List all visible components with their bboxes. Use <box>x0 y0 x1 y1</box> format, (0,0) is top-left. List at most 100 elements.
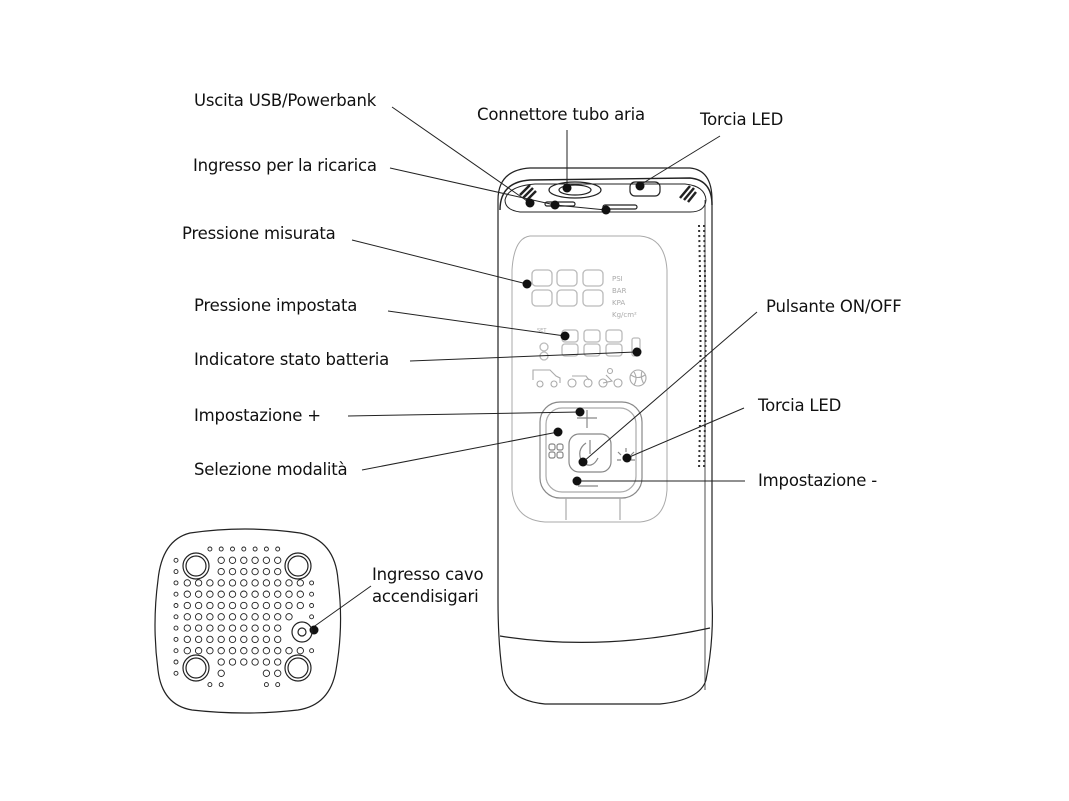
vent-hole <box>206 613 214 621</box>
vent-hole <box>251 635 259 644</box>
foot-top-right <box>284 552 312 580</box>
vent-hole <box>194 590 203 598</box>
vent-hole <box>251 556 259 564</box>
display-panel <box>511 235 668 523</box>
vent-hole <box>274 669 282 677</box>
vent-hole <box>240 590 248 598</box>
vent-hole <box>275 682 281 688</box>
vent-hole <box>240 556 248 564</box>
leader-lines <box>311 106 758 629</box>
device-body <box>497 167 713 705</box>
vent-hole <box>173 591 179 597</box>
vent-hole <box>218 546 224 552</box>
vent-hole <box>194 624 203 632</box>
label-measured-pressure: Pressione misurata <box>182 224 336 243</box>
vent-hole <box>206 579 214 587</box>
label-setting-plus: Impostazione + <box>194 406 321 425</box>
vent-hole <box>274 613 282 621</box>
vent-hole <box>217 613 225 621</box>
vent-hole <box>251 624 259 632</box>
ball-icon <box>629 369 647 387</box>
label-usb-output: Uscita USB/Powerbank <box>194 91 377 110</box>
vent-hole <box>173 614 179 620</box>
vent-hole <box>173 636 179 642</box>
vent-hole <box>206 624 214 632</box>
vent-hole <box>285 647 293 655</box>
vent-hole <box>183 624 191 632</box>
vent-hole <box>274 624 282 632</box>
vent-hole <box>262 556 271 564</box>
vent-hole <box>183 613 191 621</box>
vent-hole <box>194 635 203 644</box>
vent-hole <box>262 590 271 598</box>
vent-hole <box>274 647 282 655</box>
vent-hole <box>262 579 271 587</box>
label-led-torch-top: Torcia LED <box>700 110 784 129</box>
vent-hole <box>309 580 315 586</box>
keypad-outer <box>539 401 643 499</box>
vent-hole <box>240 635 248 644</box>
vent-hole <box>194 579 203 587</box>
bottom-view <box>154 528 342 714</box>
vent-hole <box>228 590 237 598</box>
vent-hole <box>285 613 293 621</box>
vent-hole <box>240 658 248 666</box>
vent-hole <box>296 590 304 598</box>
unit-bar: BAR <box>612 287 627 295</box>
vent-hole <box>275 546 281 552</box>
vent-hole <box>228 658 237 666</box>
label-charging-input: Ingresso per la ricarica <box>193 156 377 175</box>
unit-psi: PSI <box>612 275 623 283</box>
car-icon <box>532 369 561 388</box>
vent-hole <box>240 601 248 610</box>
vent-hole <box>206 601 214 610</box>
label-set-pressure: Pressione impostata <box>194 296 358 315</box>
vent-hole <box>309 603 315 608</box>
vent-hole <box>262 601 271 610</box>
vent-hole <box>241 546 247 552</box>
vent-hole <box>240 567 248 576</box>
lcd-units: PSI BAR KPA Kg/cm² SET <box>537 275 637 334</box>
device-top-rim <box>504 183 707 213</box>
vent-hole <box>206 647 214 655</box>
motorcycle-icon <box>567 375 593 388</box>
vent-hole <box>183 601 191 610</box>
vent-hole <box>194 647 203 655</box>
set-label: SET <box>537 328 547 334</box>
vent-hole <box>262 647 271 655</box>
vent-hole <box>251 579 259 587</box>
vent-hole <box>262 635 271 644</box>
vent-hole <box>274 658 282 666</box>
socket-port <box>291 621 313 643</box>
vent-hole <box>309 648 315 654</box>
vent-hole <box>217 567 225 576</box>
bicycle-icon <box>598 367 623 388</box>
vent-hole <box>206 590 214 598</box>
vent-hole <box>217 556 225 564</box>
vent-hole <box>262 613 271 621</box>
vent-hole <box>228 567 237 576</box>
side-vent <box>698 224 707 471</box>
vent-hole <box>207 546 213 552</box>
vent-hole <box>217 624 225 632</box>
vent-hole <box>206 635 214 644</box>
label-setting-minus: Impostazione - <box>758 471 878 490</box>
vent-hole <box>217 579 225 587</box>
foot-top-left <box>182 552 210 580</box>
lcd-digits-main <box>531 269 604 307</box>
unit-kpa: KPA <box>612 299 625 307</box>
foot-bottom-right <box>284 654 312 682</box>
vent-hole <box>217 635 225 644</box>
plus-sign <box>577 410 597 428</box>
vent-hole <box>183 579 191 587</box>
vent-hole <box>230 546 235 552</box>
vent-hole <box>274 635 282 644</box>
vent-hole <box>207 682 213 688</box>
vent-hole <box>228 647 237 655</box>
label-car-socket-input: Ingresso cavo accendisigari <box>372 565 484 606</box>
vent-hole <box>218 682 224 688</box>
label-power-button: Pulsante ON/OFF <box>766 297 902 316</box>
vent-hole <box>252 546 258 552</box>
vent-hole <box>228 635 237 644</box>
